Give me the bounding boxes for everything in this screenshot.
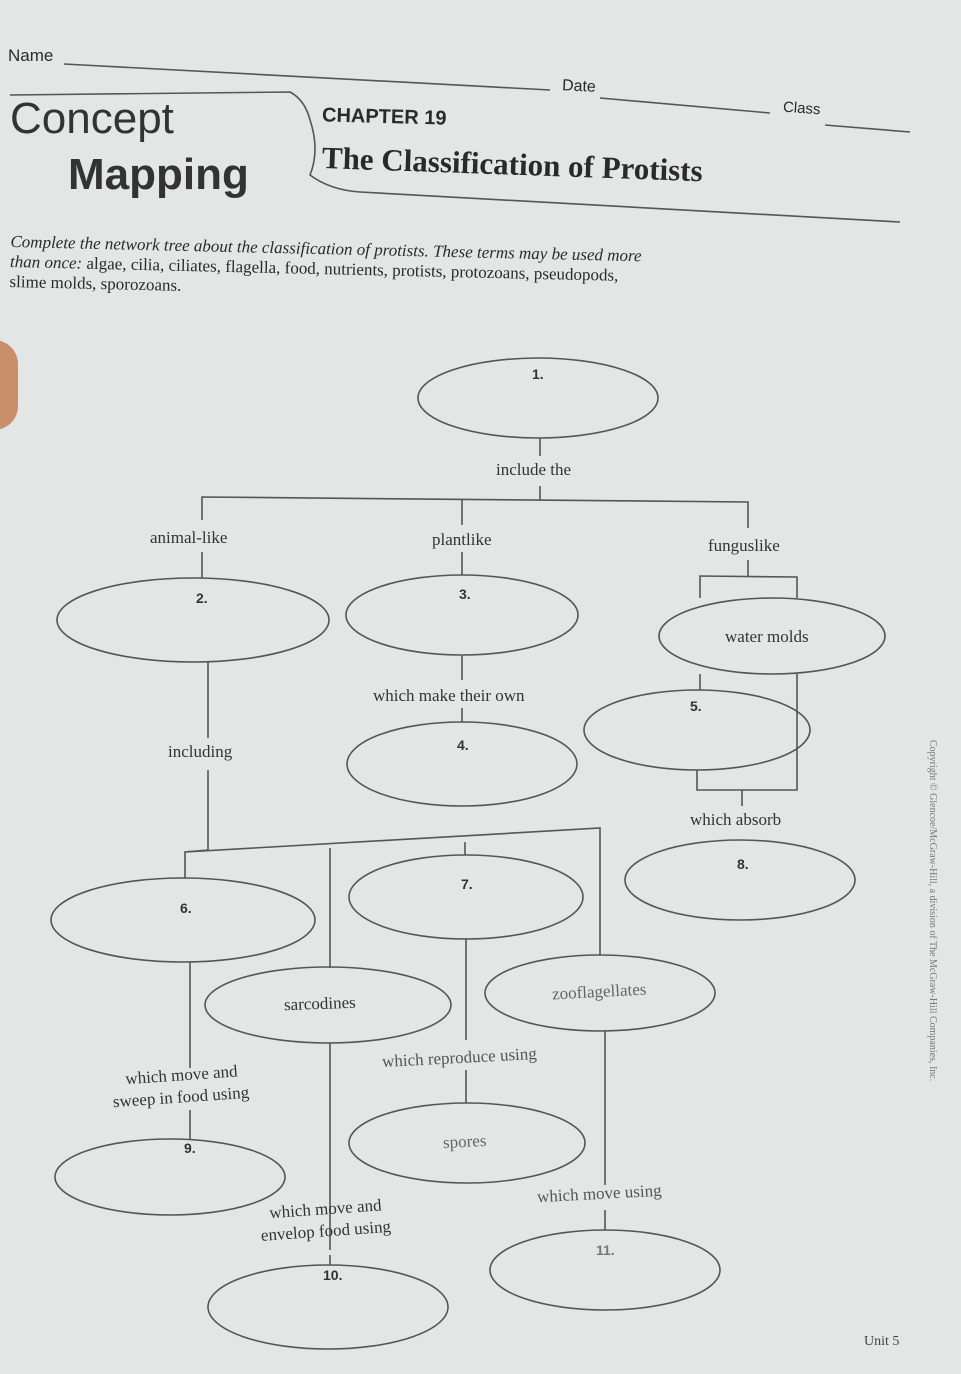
- sarcodines-label: sarcodines: [283, 992, 357, 1015]
- oval-spores: [348, 1102, 586, 1184]
- which-make-their-own-label: which make their own: [373, 686, 525, 705]
- oval-10: [207, 1264, 449, 1350]
- animal-like-label: animal-like: [150, 528, 228, 547]
- instructions-line2-intro: than once:: [9, 252, 83, 273]
- oval-7: [348, 854, 584, 940]
- finger: [0, 340, 18, 430]
- include-the-label: include the: [496, 460, 572, 479]
- including-label: including: [168, 742, 233, 761]
- funguslike-label: funguslike: [708, 536, 780, 555]
- mapping-heading: Mapping: [68, 150, 249, 199]
- concept-heading: Concept: [10, 94, 174, 143]
- blank-2[interactable]: 2.: [196, 590, 208, 606]
- date-field[interactable]: [600, 80, 770, 102]
- oval-9: [54, 1138, 286, 1216]
- plantlike-label: plantlike: [432, 530, 492, 549]
- chapter-label: CHAPTER 19: [321, 104, 447, 130]
- name-label: Name: [8, 46, 54, 65]
- blank-5[interactable]: 5.: [690, 698, 702, 714]
- blank-1[interactable]: 1.: [532, 366, 544, 382]
- name-field[interactable]: [64, 50, 550, 72]
- oval-4: [346, 721, 578, 807]
- date-line: [599, 97, 771, 114]
- oval-water-molds: [658, 597, 886, 675]
- spores-label: spores: [442, 1130, 487, 1153]
- copyright-notice: Copyright © Glencoe/McGraw-Hill, a divis…: [927, 740, 938, 1082]
- name-line: [63, 63, 551, 91]
- oval-6: [50, 877, 316, 963]
- class-label: Class: [782, 98, 822, 119]
- blank-9[interactable]: 9.: [184, 1140, 196, 1156]
- blank-3[interactable]: 3.: [459, 586, 471, 602]
- class-field[interactable]: [825, 108, 910, 130]
- which-absorb-label: which absorb: [690, 810, 782, 829]
- oval-1: [417, 357, 659, 439]
- date-label: Date: [561, 77, 597, 96]
- oval-8: [624, 839, 856, 921]
- oval-sarcodines: [204, 966, 452, 1044]
- which-move-envelop-label: which move and envelop food using: [260, 1194, 392, 1246]
- unit-label: Unit 5: [864, 1334, 900, 1349]
- oval-2: [56, 577, 330, 663]
- class-line: [824, 124, 911, 133]
- which-move-sweep-label: which move and sweep in food using: [112, 1060, 250, 1112]
- blank-8[interactable]: 8.: [737, 856, 749, 872]
- blank-6[interactable]: 6.: [180, 900, 192, 916]
- water-molds-label: water molds: [725, 627, 809, 646]
- title-frame: [9, 91, 901, 223]
- blank-11[interactable]: 11.: [596, 1242, 615, 1258]
- blank-7[interactable]: 7.: [461, 876, 473, 892]
- blank-4[interactable]: 4.: [457, 737, 469, 753]
- blank-10[interactable]: 10.: [323, 1267, 343, 1283]
